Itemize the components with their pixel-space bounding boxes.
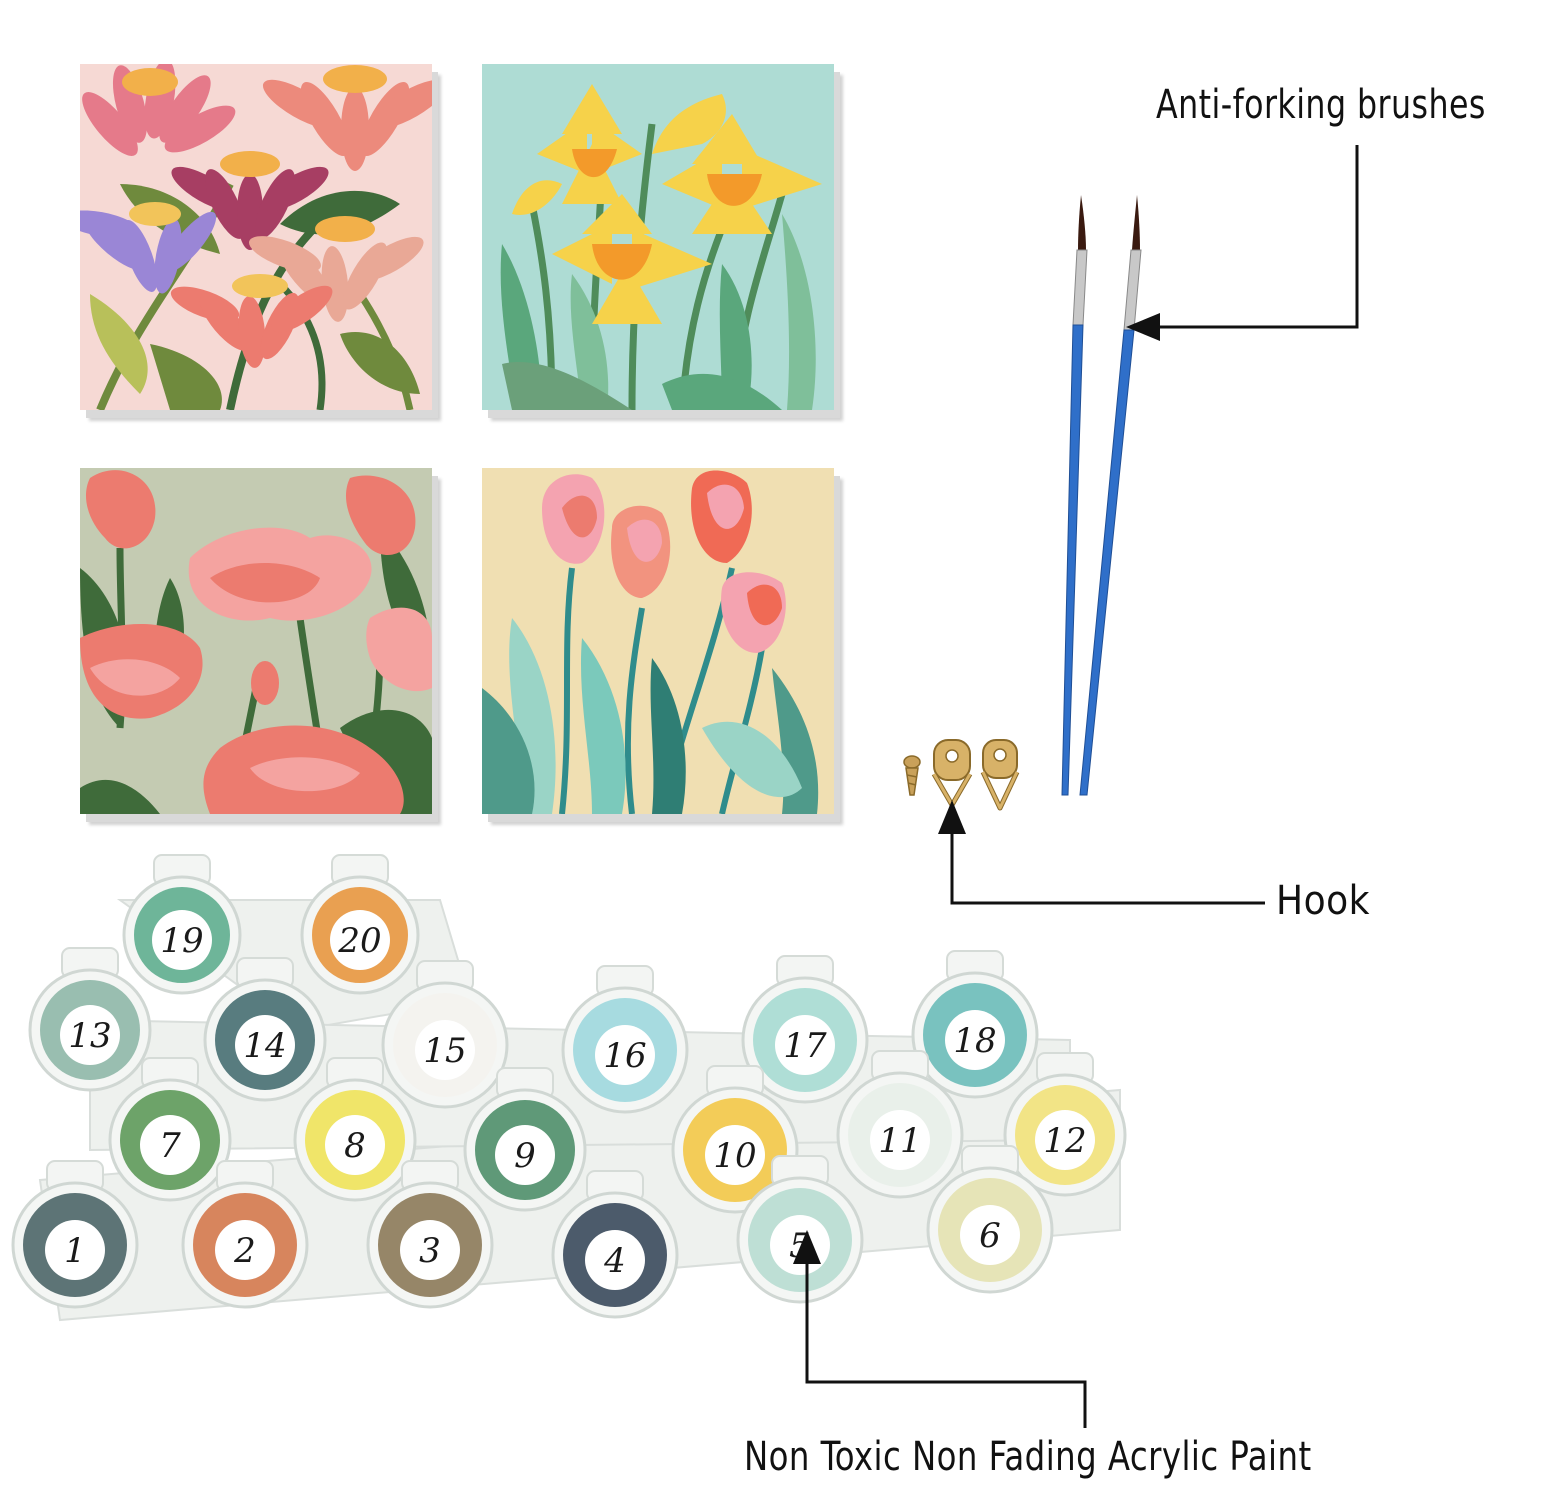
pot-number: 10 [713,1136,756,1176]
paint-pot-11: 11 [836,1050,964,1199]
pot-number-sticker [775,1015,835,1075]
pot-number-sticker [325,1115,385,1175]
paint-pot-2: 2 [181,1160,309,1309]
pot-number: 18 [953,1021,996,1061]
painting-tulips [482,468,834,814]
paint-label: Non Toxic Non Fading Acrylic Paint [744,1434,1312,1480]
paint-pot-3: 3 [366,1160,494,1309]
pot-number: 20 [337,921,381,961]
pot-number: 13 [68,1016,111,1056]
pot-number-sticker [870,1110,930,1170]
pot-number: 12 [1043,1121,1086,1161]
pot-number: 5 [789,1226,811,1266]
pot-number-sticker [400,1220,460,1280]
pot-number: 4 [603,1241,626,1281]
pot-number-sticker [495,1125,555,1185]
pot-number: 9 [514,1136,536,1176]
paint-pot-8: 8 [293,1057,417,1202]
pot-number: 7 [159,1126,181,1166]
pot-number-sticker [140,1115,200,1175]
pot-number: 14 [243,1026,286,1066]
poppies-artwork [80,468,432,814]
pot-number: 8 [344,1126,366,1166]
pot-number: 16 [603,1036,646,1076]
painting-coneflowers [80,64,432,410]
pot-number-sticker [330,910,390,970]
paint-pot-4: 4 [551,1170,679,1319]
paint-pot-14: 14 [203,957,327,1102]
paint-pot-7: 7 [108,1057,232,1202]
pot-number-sticker [705,1125,765,1185]
paint-pot-16: 16 [561,965,689,1114]
paint-pot-18: 18 [911,950,1039,1099]
pot-number-sticker [415,1020,475,1080]
pot-number: 2 [233,1231,256,1271]
pot-number-sticker [960,1205,1020,1265]
pot-number-sticker [60,1005,120,1065]
pot-number-sticker [595,1025,655,1085]
paint-pot-12: 12 [1003,1052,1127,1197]
brushes-label: Anti-forking brushes [1156,82,1486,128]
pot-number: 11 [878,1121,921,1161]
painting-daffodils [482,64,834,410]
coneflowers-artwork [80,64,432,410]
pot-number-sticker [215,1220,275,1280]
paint-pot-20: 20 [300,854,420,995]
paint-pot-13: 13 [28,947,152,1092]
painting-poppies [80,468,432,814]
pot-number: 6 [979,1216,1001,1256]
pot-number-sticker [152,910,212,970]
pot-number-sticker [945,1010,1005,1070]
pot-number: 1 [64,1231,86,1271]
paint-pot-15: 15 [381,960,509,1109]
daffodils-artwork [482,64,834,410]
paint-pot-9: 9 [463,1067,587,1212]
paint-pot-10: 10 [671,1065,799,1214]
pot-number-sticker [585,1230,645,1290]
paint-pot-19: 19 [122,854,242,995]
hook-label: Hook [1276,878,1370,924]
pot-number-sticker [45,1220,105,1280]
pot-number-sticker [1035,1110,1095,1170]
paint-pot-6: 6 [926,1145,1054,1294]
pot-number-sticker [235,1015,295,1075]
pot-number: 17 [783,1026,827,1066]
paint-pot-17: 17 [741,955,869,1104]
tulips-artwork [482,468,834,814]
paint-pot-1: 1 [11,1160,139,1309]
pot-number: 15 [423,1031,466,1071]
pot-number: 3 [419,1231,441,1271]
pot-number: 19 [160,921,203,961]
